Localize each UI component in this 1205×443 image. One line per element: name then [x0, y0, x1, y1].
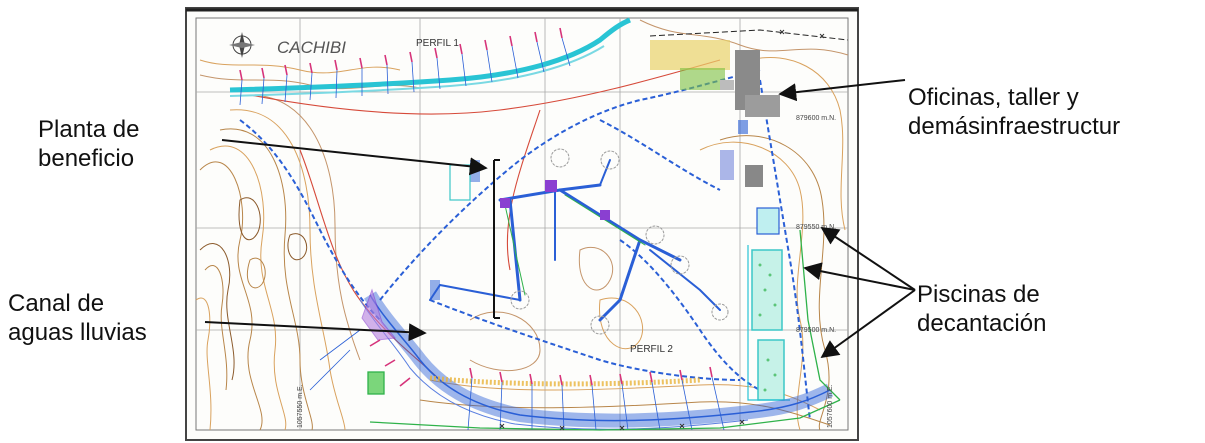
grid-label-north-1: 879600 m.N.	[796, 115, 836, 122]
fence-marks	[499, 29, 825, 431]
grid-label-north-3: 879500 m.N.	[796, 327, 836, 334]
map-title: CACHIBI	[277, 38, 346, 57]
plant-callout: Planta de beneficio	[38, 115, 139, 173]
drainage-lines	[239, 69, 811, 421]
offices-callout-line2: demásinfraestructur	[908, 113, 1121, 140]
plant-arrow	[221, 139, 488, 176]
access-road-top	[229, 17, 631, 97]
grid-label-north-2: 879550 m.N.	[796, 224, 836, 231]
profile-label-1: PERFIL 1	[416, 38, 459, 49]
offices-callout: Oficinas, taller y demásinfraestructur	[908, 83, 1120, 141]
grid-label-east-1: 1057550 m.E.	[297, 384, 304, 428]
rain-water-channel	[359, 288, 834, 430]
cross-section-lines-top	[239, 37, 571, 106]
offices-callout-line1: Oficinas, taller y	[908, 84, 1079, 111]
offices-infrastructure	[649, 29, 849, 187]
channel-callout-line1: Canal de	[8, 290, 105, 317]
plant-bracket	[493, 159, 500, 319]
ponds-arrow-3	[820, 289, 916, 359]
boundary-lines	[249, 59, 721, 381]
ponds-callout: Piscinas de decantación	[917, 280, 1046, 338]
survey-markers-bottom	[369, 339, 713, 387]
decantation-ponds	[747, 207, 790, 401]
profile-label-2: PERFIL 2	[630, 344, 673, 355]
ponds-arrow-2	[803, 262, 916, 291]
offices-arrow	[778, 79, 906, 102]
ponds-arrow-1	[820, 227, 916, 291]
channel-callout: Canal de aguas lluvias	[8, 289, 147, 347]
cross-section-lines-bottom	[309, 329, 725, 431]
plant-callout-line2: beneficio	[38, 145, 135, 172]
channel-arrow	[204, 321, 427, 342]
compass-rose-icon	[229, 32, 255, 58]
contour-lines	[195, 19, 849, 431]
survey-markers-top	[239, 27, 563, 81]
callout-arrows	[204, 79, 916, 359]
plant-callout-line1: Planta de	[38, 116, 140, 143]
ponds-callout-line1: Piscinas de	[917, 281, 1040, 308]
channel-callout-line2: aguas lluvias	[8, 319, 147, 346]
ponds-callout-line2: decantación	[917, 310, 1047, 337]
processing-plant	[429, 148, 729, 335]
grid-label-east-2: 1057600 m.E.	[827, 384, 834, 428]
